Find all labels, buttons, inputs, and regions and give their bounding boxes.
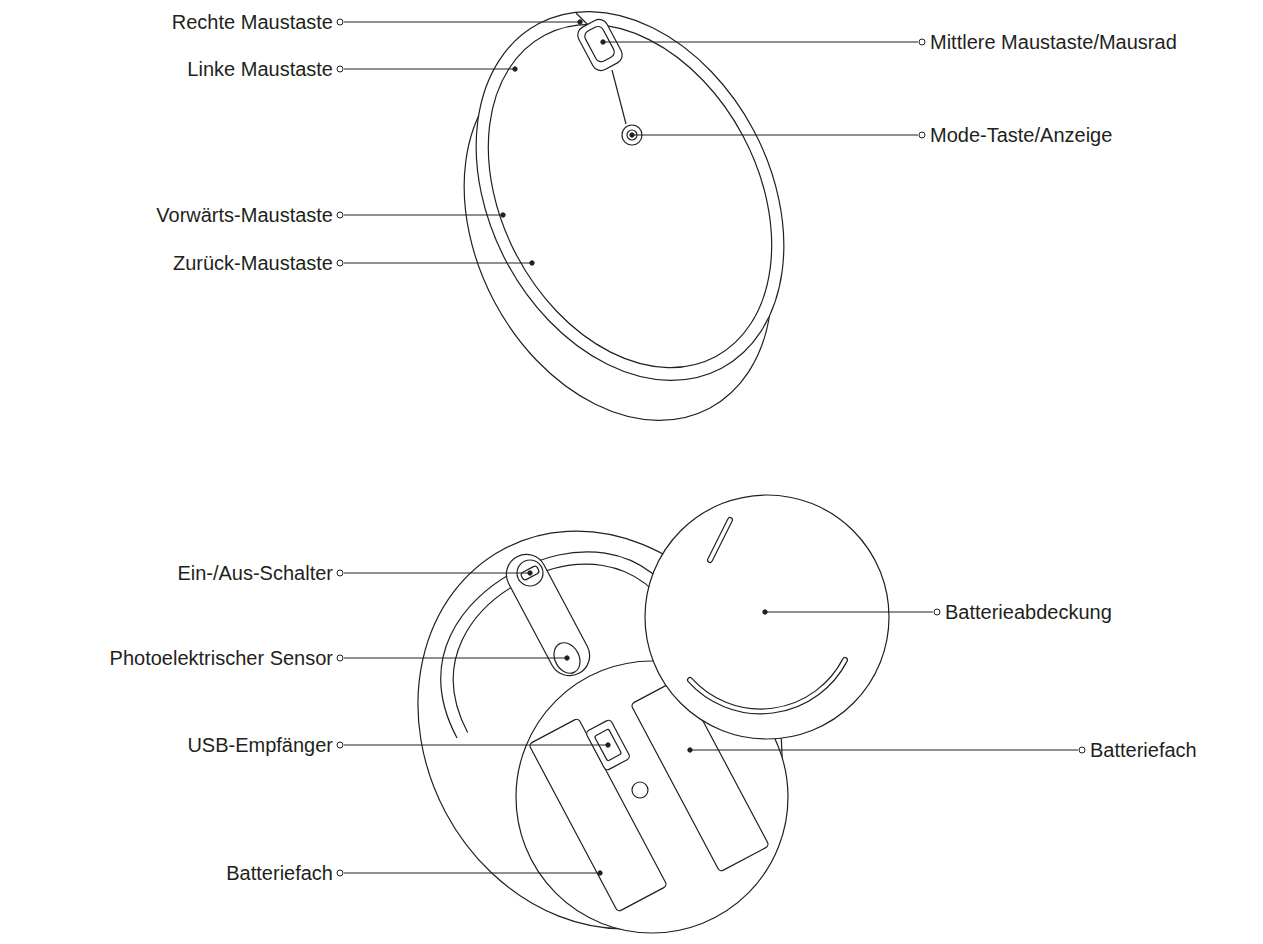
part-label: Photoelektrischer Sensor	[110, 646, 333, 670]
part-label: Ein-/Aus-Schalter	[177, 561, 333, 585]
battery-cover	[645, 495, 889, 739]
part-label: Mittlere Maustaste/Mausrad	[930, 30, 1177, 54]
part-label: Batterieabdeckung	[945, 600, 1112, 624]
sensor-slot	[499, 547, 596, 682]
part-label: Linke Maustaste	[187, 57, 333, 81]
part-label: Rechte Maustaste	[172, 10, 333, 34]
part-label: Batteriefach	[226, 861, 333, 885]
part-label: Batteriefach	[1090, 738, 1197, 762]
leader-lines	[337, 19, 1085, 876]
part-label: Zurück-Maustaste	[173, 251, 333, 275]
mouse-top	[415, 0, 845, 434]
button-split	[612, 70, 626, 124]
part-label: USB-Empfänger	[187, 733, 333, 757]
part-label: Vorwärts-Maustaste	[156, 203, 333, 227]
scroll-wheel	[575, 16, 626, 73]
part-label: Mode-Taste/Anzeige	[930, 123, 1112, 147]
